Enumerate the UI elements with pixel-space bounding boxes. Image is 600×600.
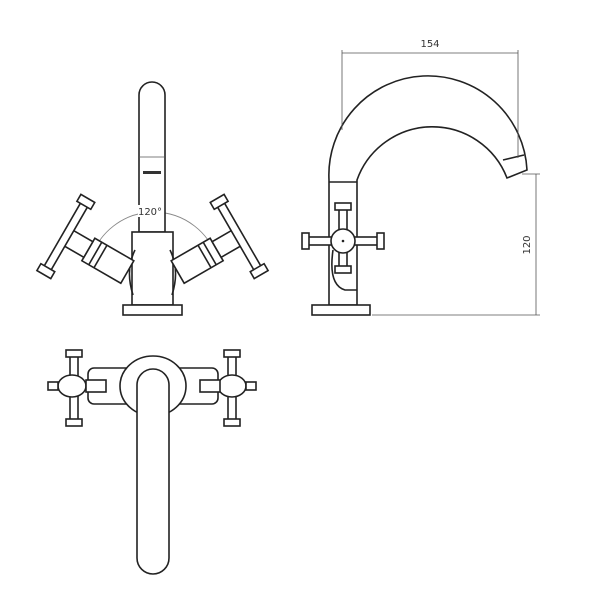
front-body <box>131 231 174 306</box>
front-base <box>122 304 183 316</box>
width-label: 154 <box>420 39 439 50</box>
angle-label: 120° <box>138 207 162 218</box>
front-view: 120° <box>35 81 270 316</box>
top-right-handle <box>199 349 257 427</box>
side-view: 154 120 <box>301 39 540 316</box>
top-left-handle <box>47 349 107 427</box>
left-handle <box>35 193 135 285</box>
right-handle <box>170 193 270 285</box>
top-spout <box>136 368 170 575</box>
side-handle <box>301 202 385 274</box>
height-label: 120 <box>522 235 533 254</box>
aerator-mark <box>143 171 161 174</box>
side-spout <box>328 75 528 306</box>
side-base <box>311 304 371 316</box>
top-view <box>47 349 257 575</box>
